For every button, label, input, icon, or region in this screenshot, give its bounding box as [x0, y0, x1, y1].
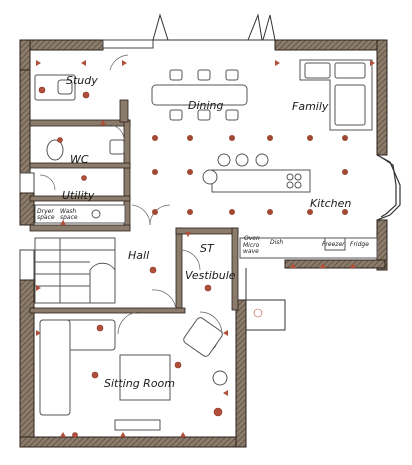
appliance-label-wash: Wash space — [60, 208, 78, 221]
room-label-vestibule: Vestibule — [185, 269, 236, 282]
room-label-kitchen: Kitchen — [310, 197, 352, 210]
appliance-label-microwave: Micro wave — [243, 242, 260, 255]
room-label-sitting-room: Sitting Room — [104, 377, 175, 390]
patio-doors[interactable] — [152, 13, 276, 41]
bay-window — [376, 154, 401, 221]
room-label-study: Study — [66, 74, 98, 87]
appliance-label-oven: Oven — [244, 235, 260, 242]
appliance-label-freezer: Freezer — [322, 241, 345, 248]
wall-lights — [38, 86, 263, 438]
downlights — [152, 135, 348, 215]
electrical-points — [36, 60, 375, 437]
vestibule-walls — [245, 268, 286, 331]
room-label-family: Family — [292, 100, 329, 113]
room-label-wc: WC — [70, 153, 89, 166]
appliance-label-dish: Dish — [270, 239, 284, 246]
room-label-hall: Hall — [128, 249, 150, 262]
room-label-dining: Dining — [188, 99, 224, 112]
appliance-label-dryer: Dryer space — [37, 208, 55, 221]
appliance-label-fridge: Fridge — [350, 241, 369, 248]
door-swings — [39, 54, 223, 335]
room-label-utility: Utility — [62, 189, 95, 202]
furniture — [34, 59, 378, 431]
room-label-st: ST — [200, 242, 214, 255]
internal-walls — [29, 99, 239, 314]
